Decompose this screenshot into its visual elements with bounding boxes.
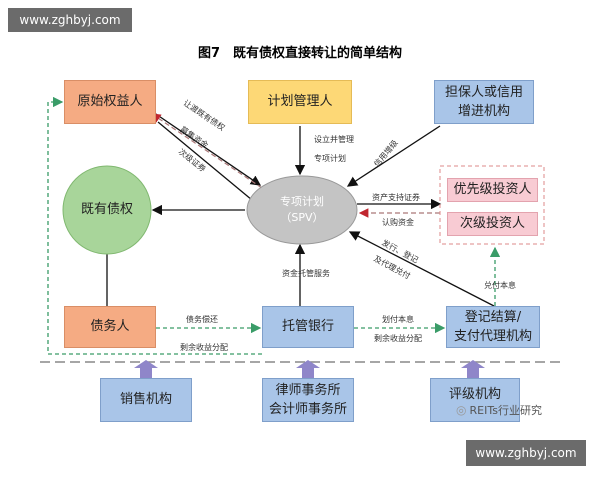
law-firm: 律师事务所 (275, 382, 341, 398)
node-rating: 评级机构 (430, 378, 520, 422)
arrow-residual (47, 96, 262, 355)
label-repay: 债务偿还 (186, 315, 218, 324)
label-subscribe: 认购资金 (382, 218, 414, 227)
watermark-bottom: www.zghbyj.com (466, 440, 586, 466)
spv-line2: （SPV） (280, 211, 324, 224)
arrow-sub-sec (157, 121, 253, 201)
watermark-top: www.zghbyj.com (8, 8, 132, 32)
arrow-issue (348, 231, 495, 307)
node-sales: 销售机构 (100, 378, 192, 422)
node-senior-investor: 优先级投资人 (447, 178, 538, 202)
node-existing-debt: 既有债权 (80, 202, 133, 218)
diagram-title: 图7 既有债权直接转让的简单结构 (197, 46, 403, 61)
arrow-credit (346, 125, 441, 187)
node-junior-investor: 次级投资人 (447, 212, 538, 236)
wechat-account: REITs行业研究 (469, 404, 542, 417)
node-registrar: 登记结算/ 支付代理机构 (446, 306, 540, 348)
spv-line1: 专项计划 (280, 194, 324, 208)
registrar-line2: 支付代理机构 (453, 329, 532, 344)
spv-ellipse (246, 175, 358, 245)
label-setup-1: 设立并管理 (314, 135, 354, 144)
node-guarantor: 担保人或信用增进机构 (434, 80, 534, 124)
label-setup-2: 专项计划 (314, 154, 346, 163)
arrow-transfer (149, 109, 262, 186)
arrow-raise (151, 113, 263, 189)
wechat-badge: ◎ REITs行业研究 (456, 402, 542, 418)
existing-debt-circle (62, 165, 152, 255)
label-abs: 资产支持证券 (372, 193, 420, 202)
node-originator: 原始权益人 (64, 80, 156, 124)
investor-group-frame (439, 165, 545, 245)
node-law-accounting: 律师事务所 会计师事务所 (262, 378, 354, 422)
node-spv: 专项计划 （SPV） (250, 190, 354, 230)
label-residual-right: 剩余收益分配 (374, 334, 422, 343)
node-custodian: 托管银行 (262, 306, 354, 348)
registrar-line1: 登记结算/ (464, 309, 522, 325)
node-manager: 计划管理人 (248, 80, 352, 124)
accounting-firm: 会计师事务所 (268, 402, 347, 417)
label-custody: 资金托管服务 (282, 269, 330, 278)
label-pay: 划付本息 (382, 315, 414, 324)
label-residual-left: 剩余收益分配 (180, 343, 228, 352)
wechat-icon: ◎ (456, 403, 467, 417)
up-arrows (134, 360, 485, 378)
node-debtor: 债务人 (64, 306, 156, 348)
label-redeem: 兑付本息 (484, 281, 516, 290)
